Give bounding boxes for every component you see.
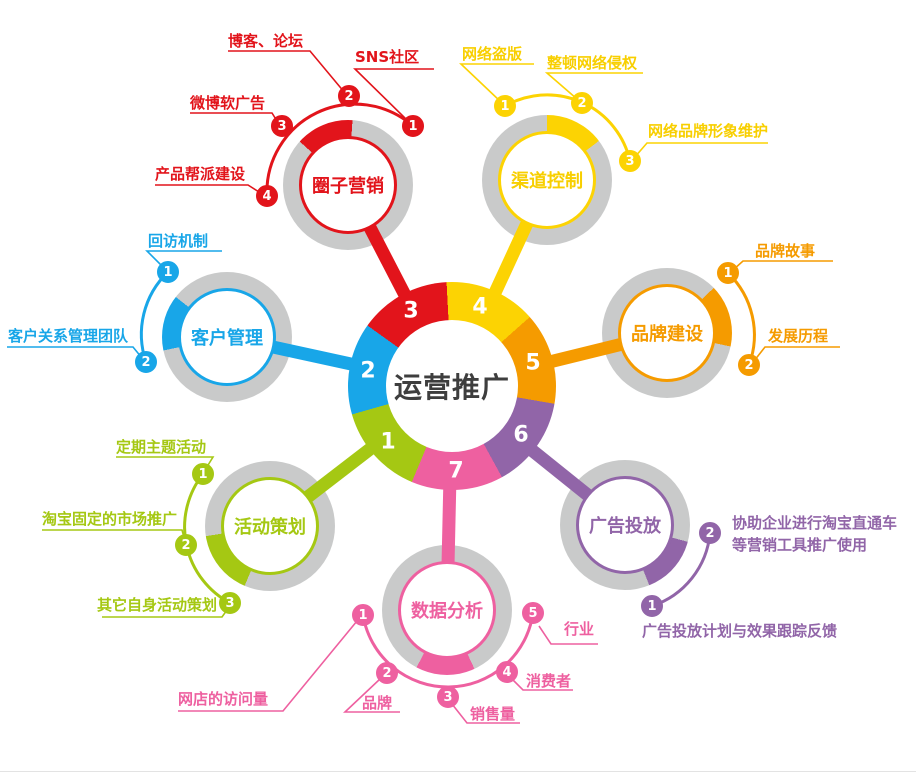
arc-customer-management <box>139 270 170 364</box>
arc-circle-marketing <box>265 102 415 198</box>
item-label-taobao-market: 淘宝固定的市场推广 <box>42 510 178 528</box>
leader-followup <box>145 250 222 269</box>
leader-brand-story <box>732 260 833 271</box>
node-ad-placement: 广告投放 <box>576 476 674 574</box>
dot: 1 <box>192 463 214 485</box>
dot: 4 <box>496 661 518 683</box>
node-label: 品牌建设 <box>631 324 703 345</box>
item-label-own-activity: 其它自身活动策划 <box>97 596 218 614</box>
bottom-divider <box>0 771 916 772</box>
dot: 1 <box>402 115 424 137</box>
hub-segment-7: 7 <box>448 458 464 484</box>
item-label-theme-activity: 定期主题活动 <box>116 438 207 456</box>
dot: 4 <box>256 185 278 207</box>
leader-piracy <box>458 63 534 103</box>
node-label: 圈子营销 <box>312 176 384 197</box>
leader-product-gang <box>155 184 260 193</box>
item-label-history: 发展历程 <box>768 327 829 345</box>
item-label-product-gang: 产品帮派建设 <box>155 165 246 183</box>
item-label-infringement: 整顿网络侵权 <box>547 54 638 72</box>
leader-industry <box>538 625 598 645</box>
leader-sns <box>353 68 434 123</box>
hub-segment-2: 2 <box>360 358 376 384</box>
dot: 1 <box>641 595 663 617</box>
dot: 2 <box>699 522 721 544</box>
leader-weibo <box>190 112 278 122</box>
item-label-ad-tools: 协助企业进行淘宝直通车 等营销工具推广使用 <box>732 514 898 554</box>
leader-crm-team <box>7 346 143 359</box>
arc-ad-placement <box>650 531 712 608</box>
node-label: 客户管理 <box>191 328 263 349</box>
page-title: 运营推广 <box>393 371 510 404</box>
item-label-consumer: 消费者 <box>526 672 572 690</box>
hub-segment-4: 4 <box>472 294 488 320</box>
node-brand-building: 品牌建设 <box>618 284 716 382</box>
dot: 3 <box>437 686 459 708</box>
item-label-industry: 行业 <box>564 620 595 638</box>
dot: 2 <box>571 92 593 114</box>
node-label: 数据分析 <box>411 601 483 622</box>
node-data-analysis: 数据分析 <box>398 561 496 659</box>
dot: 3 <box>619 150 641 172</box>
leader-history <box>753 346 840 362</box>
leader-shop-visits <box>178 620 358 712</box>
dot: 1 <box>717 262 739 284</box>
hub-center: 运营推广 <box>386 320 518 452</box>
arc-brand-building <box>726 271 756 367</box>
dot: 3 <box>219 592 241 614</box>
dot: 1 <box>352 604 374 626</box>
leader-taobao-market <box>42 529 186 542</box>
dot: 3 <box>271 115 293 137</box>
dot: 2 <box>738 354 760 376</box>
item-label-crm-team: 客户关系管理团队 <box>8 327 129 345</box>
leader-sales <box>451 703 520 724</box>
leader-brand <box>342 678 400 713</box>
node-activity-planning: 活动策划 <box>221 477 319 575</box>
item-label-followup: 回访机制 <box>148 232 209 250</box>
node-circle-marketing: 圈子营销 <box>299 136 397 234</box>
dot: 2 <box>376 662 398 684</box>
dot: 2 <box>175 534 197 556</box>
item-label-shop-visits: 网店的访问量 <box>178 690 269 708</box>
node-label: 渠道控制 <box>511 171 583 192</box>
leader-consumer <box>511 678 573 691</box>
dot: 1 <box>494 95 516 117</box>
node-label: 广告投放 <box>589 516 661 537</box>
item-label-brand-image: 网络品牌形象维护 <box>648 122 769 140</box>
item-label-weibo: 微博软广告 <box>190 94 266 112</box>
leader-infringement <box>544 72 643 100</box>
leader-blog <box>228 50 346 94</box>
node-customer-management: 客户管理 <box>178 288 276 386</box>
item-label-piracy: 网络盗版 <box>462 45 523 63</box>
dot: 1 <box>157 261 179 283</box>
hub-segment-3: 3 <box>403 298 419 324</box>
dot: 5 <box>522 602 544 624</box>
hub-segment-1: 1 <box>380 429 396 455</box>
hub-segment-5: 5 <box>525 350 541 376</box>
item-label-blog: 博客、论坛 <box>228 32 304 50</box>
item-label-sales: 销售量 <box>470 705 516 723</box>
dot: 2 <box>135 351 157 373</box>
dot: 2 <box>338 85 360 107</box>
hub-segment-6: 6 <box>513 422 529 448</box>
item-label-brand-story: 品牌故事 <box>755 242 816 260</box>
node-label: 活动策划 <box>234 517 306 538</box>
node-channel-control: 渠道控制 <box>498 131 596 229</box>
item-label-brand: 品牌 <box>362 694 393 712</box>
item-label-ad-plan: 广告投放计划与效果跟踪反馈 <box>642 622 838 640</box>
item-label-sns: SNS社区 <box>355 48 420 66</box>
leader-brand-image <box>633 142 768 159</box>
